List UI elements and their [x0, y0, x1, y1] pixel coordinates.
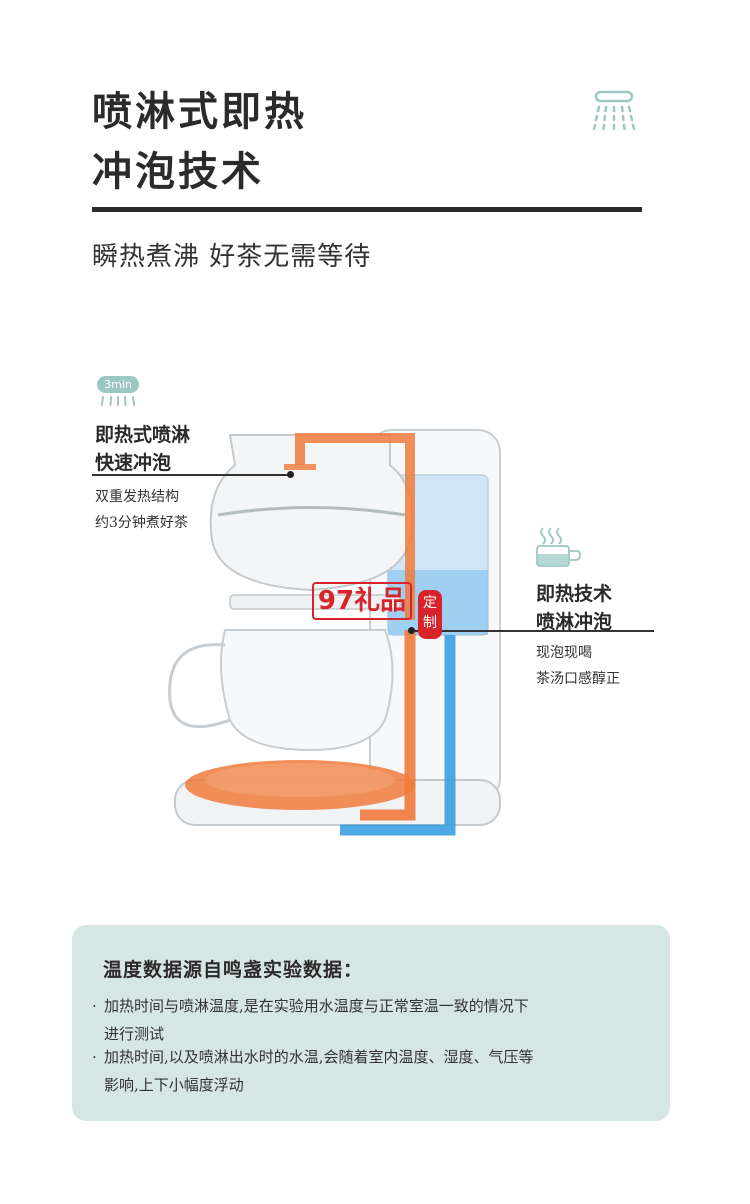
tea-cup-icon — [533, 526, 583, 574]
note-item-2-line-2: 影响,上下小幅度浮动 — [104, 1076, 244, 1094]
right-desc-line-2: 茶汤口感醇正 — [536, 671, 620, 687]
title-line-1: 喷淋式即热 — [92, 88, 307, 135]
title-divider — [92, 207, 642, 212]
shower-icon — [590, 88, 638, 140]
note-panel — [72, 925, 670, 1121]
title-line-2: 冲泡技术 — [92, 148, 264, 195]
bullet-dot: · — [92, 1048, 97, 1066]
right-callout-line — [412, 630, 654, 632]
left-desc-line-2: 约3分钟煮好茶 — [95, 515, 188, 531]
tea-maker-illustration — [160, 420, 520, 854]
note-item-1-line-2: 进行测试 — [104, 1025, 165, 1043]
right-desc-line-1: 现泡现喝 — [536, 645, 592, 661]
left-callout-dot — [287, 471, 294, 478]
right-title-line-2: 喷淋冲泡 — [536, 611, 613, 633]
left-title-line-1: 即热式喷淋 — [95, 424, 191, 446]
subtitle: 瞬热煮沸 好茶无需等待 — [92, 242, 372, 272]
note-item-1-line-1: 加热时间与喷淋温度,是在实验用水温度与正常室温一致的情况下 — [104, 997, 529, 1015]
note-item-1: · 加热时间与喷淋温度,是在实验用水温度与正常室温一致的情况下 进行测试 — [92, 992, 644, 1048]
left-desc-line-1: 双重发热结构 — [95, 489, 179, 505]
left-callout-desc: 双重发热结构 约3分钟煮好茶 — [95, 484, 188, 536]
left-callout-title: 即热式喷淋 快速冲泡 — [95, 421, 190, 477]
note-item-2-line-1: 加热时间,以及喷淋出水时的水温,会随着室内温度、湿度、气压等 — [104, 1048, 534, 1066]
note-title: 温度数据源自鸣盏实验数据： — [103, 959, 364, 981]
three-min-badge-icon: 3min — [97, 376, 139, 409]
stamp-line-1: 定 — [423, 595, 437, 611]
bullet-dot: · — [92, 997, 97, 1015]
right-callout-dot — [408, 627, 415, 634]
right-title-line-1: 即热技术 — [536, 583, 613, 605]
right-callout-title: 即热技术 喷淋冲泡 — [536, 580, 612, 636]
brand-watermark: 97礼品 — [312, 582, 412, 620]
custom-stamp: 定 制 — [418, 590, 442, 639]
three-min-badge: 3min — [97, 376, 139, 393]
left-callout-line — [92, 474, 292, 476]
note-item-2: · 加热时间,以及喷淋出水时的水温,会随着室内温度、湿度、气压等 影响,上下小幅… — [92, 1043, 644, 1099]
page-title: 喷淋式即热 冲泡技术 — [92, 82, 307, 202]
stamp-line-2: 制 — [423, 615, 437, 631]
right-callout-desc: 现泡现喝 茶汤口感醇正 — [536, 640, 620, 692]
left-title-line-2: 快速冲泡 — [95, 452, 172, 474]
